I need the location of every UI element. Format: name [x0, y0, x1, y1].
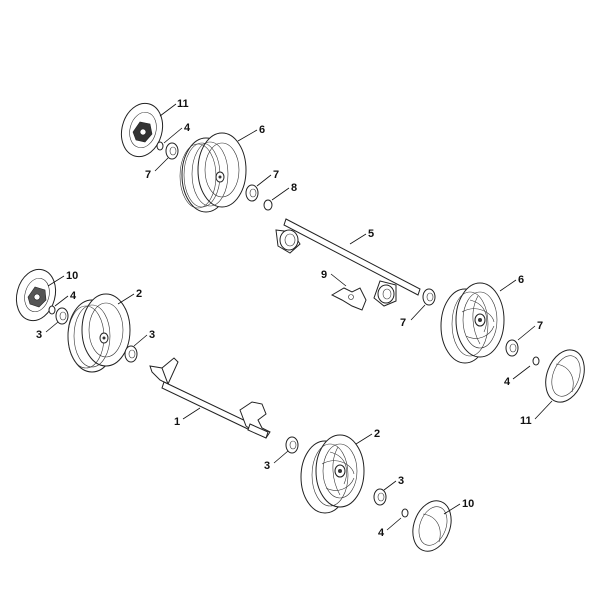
rear-axle-5 [275, 218, 421, 307]
part-label-7-upper-right: 7 [273, 169, 279, 181]
hub-cap-11-upper [120, 102, 164, 158]
part-label-7-axle-right: 7 [400, 317, 406, 329]
part-label-3-after-left-wheel: 3 [149, 329, 155, 341]
part-number-labels: 11 4 6 7 7 8 5 9 6 7 7 4 11 10 4 2 3 3 1… [36, 98, 543, 539]
part-label-10-right: 10 [462, 498, 474, 510]
part-label-1: 1 [174, 416, 180, 428]
washer-4-right-front [401, 508, 409, 518]
part-label-7-wheel-right: 7 [537, 320, 543, 332]
bracket-9 [330, 287, 367, 311]
hub-cap-10-left [15, 268, 57, 322]
part-label-7-upper-left: 7 [145, 169, 151, 181]
bearing-7-upper-left [165, 142, 179, 160]
bearing-7-upper-right [245, 184, 259, 202]
bearing-3-after-right-wheel [373, 488, 387, 506]
rear-wheel-6-right [440, 282, 505, 364]
part-label-6-right: 6 [518, 274, 524, 286]
leader-lines [45, 103, 553, 531]
part-label-9: 9 [321, 269, 327, 281]
part-label-3-after-right-wheel: 3 [398, 475, 404, 487]
part-label-5: 5 [368, 228, 374, 240]
part-label-4-right-rear: 4 [504, 376, 511, 388]
front-wheel-2-left [67, 293, 131, 373]
hub-cap-11-right [545, 349, 585, 403]
part-label-11-right: 11 [520, 415, 532, 427]
front-axle-1 [149, 357, 271, 439]
washer-8 [263, 199, 273, 211]
rear-wheel-6-upper [179, 132, 247, 213]
bearing-3-after-left-wheel [124, 345, 138, 363]
washer-4-right-rear [532, 356, 540, 366]
part-label-4-upper: 4 [184, 122, 191, 134]
front-wheel-2-right [300, 434, 365, 514]
part-label-6-upper: 6 [259, 124, 265, 136]
washer-4-upper [156, 141, 164, 151]
bearing-7-wheel-right [505, 339, 519, 357]
part-label-8: 8 [291, 182, 297, 194]
part-label-10-left: 10 [66, 270, 78, 282]
bearing-3-left-front [55, 307, 69, 325]
part-label-3-before-right-wheel: 3 [264, 460, 270, 472]
bearing-7-axle-right [422, 288, 436, 306]
bearing-3-before-right-wheel [285, 436, 299, 454]
washer-4-left-front [48, 305, 56, 315]
part-label-4-left-front: 4 [70, 290, 77, 302]
part-label-2-left: 2 [136, 288, 142, 300]
part-label-4-right-front: 4 [378, 527, 385, 539]
part-label-3-left-front: 3 [36, 329, 42, 341]
part-label-2-right: 2 [374, 428, 380, 440]
hub-cap-10-right [412, 500, 452, 552]
part-label-11-upper: 11 [177, 98, 189, 110]
